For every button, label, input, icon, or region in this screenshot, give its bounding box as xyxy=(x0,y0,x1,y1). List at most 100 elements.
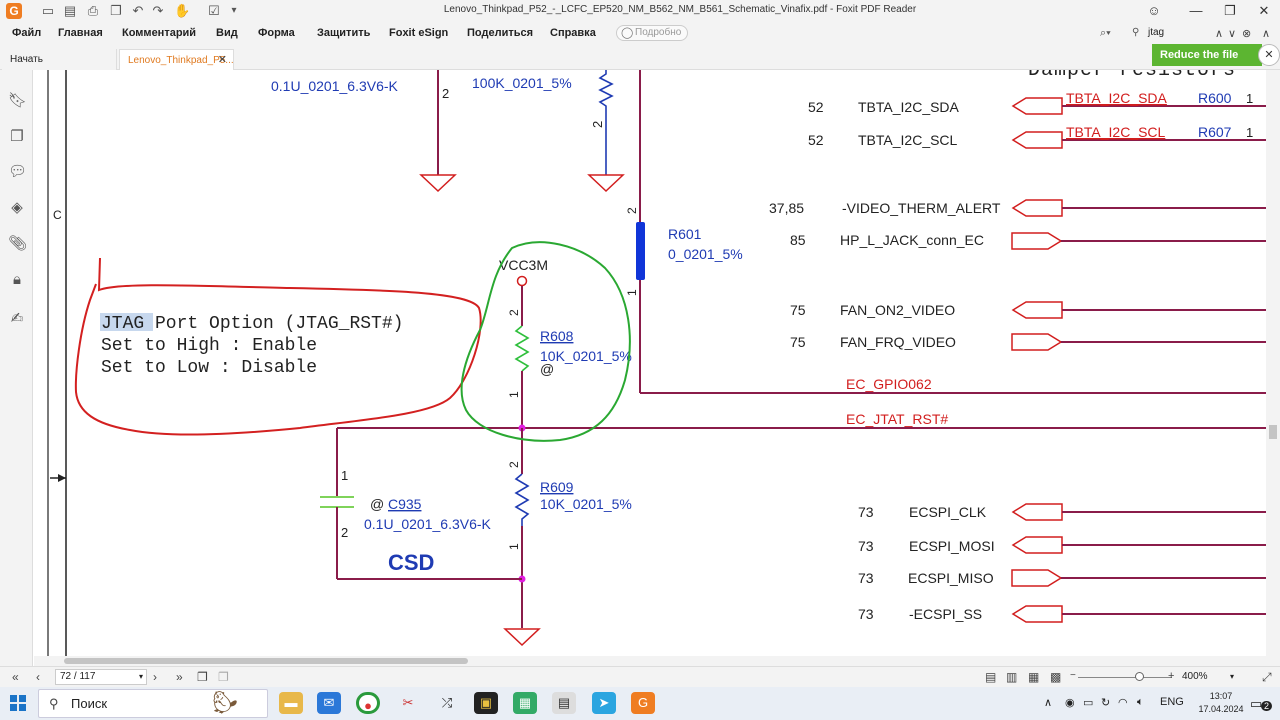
layers-icon[interactable]: ◈ xyxy=(11,199,23,216)
paste-page-icon[interactable]: ❐ xyxy=(218,670,229,684)
single-page-icon[interactable]: ▤ xyxy=(985,670,997,684)
zoom-dropdown-icon[interactable]: ▾ xyxy=(1229,672,1234,681)
copy-page-icon[interactable]: ❐ xyxy=(197,670,208,684)
close-banner-icon[interactable]: ✕ xyxy=(1258,44,1280,66)
net-4-port xyxy=(1011,232,1063,250)
windows-start-icon[interactable] xyxy=(10,695,26,711)
page-number-field[interactable]: 72 / 117 ▾ xyxy=(55,669,147,685)
search-prev-icon[interactable]: ∧ xyxy=(1215,28,1224,40)
maximize-icon[interactable]: ❐ xyxy=(1224,3,1236,18)
tray-network-app-icon[interactable]: ◉ xyxy=(1065,697,1075,709)
horizontal-scroll-thumb[interactable] xyxy=(64,658,468,664)
continuous-facing-icon[interactable]: ▩ xyxy=(1050,670,1062,684)
fullscreen-icon[interactable]: ⤢ xyxy=(1262,670,1272,684)
zoom-in-icon[interactable]: + xyxy=(1168,670,1175,682)
search-next-icon[interactable]: ∨ xyxy=(1228,28,1237,40)
search-clear-icon[interactable]: ⊗ xyxy=(1242,28,1252,40)
foxit-taskbar-icon[interactable]: G xyxy=(631,692,655,714)
archive-app-icon[interactable]: ▦ xyxy=(513,692,537,714)
menu-protect[interactable]: Защитить xyxy=(317,27,371,39)
menu-file[interactable]: Файл xyxy=(12,27,42,39)
zoom-out-icon[interactable]: − xyxy=(1070,670,1076,681)
file-explorer-icon[interactable]: ▬ xyxy=(279,692,303,714)
tell-me-field[interactable]: ◯ Подробно xyxy=(616,25,688,41)
menu-form[interactable]: Форма xyxy=(258,27,295,39)
wifi-icon[interactable]: ◠ xyxy=(1118,697,1128,709)
language-indicator[interactable]: ENG xyxy=(1160,696,1184,708)
close-window-icon[interactable]: ✕ xyxy=(1258,3,1270,18)
menu-comment[interactable]: Комментарий xyxy=(122,27,197,39)
zoom-level-field[interactable]: 400% ▾ xyxy=(1182,669,1242,685)
bookmark-icon[interactable]: 🔖︎ xyxy=(8,92,28,109)
find-options-icon[interactable]: ⌕▾ xyxy=(1100,27,1111,39)
undo-icon[interactable]: ↶ xyxy=(132,3,144,18)
taskbar-search-field[interactable]: ⚲ Поиск 🦫︎ xyxy=(38,689,268,718)
search-highlight-image-icon: 🦫︎ xyxy=(211,690,239,715)
ground-symbol-3 xyxy=(503,628,541,647)
chip-app-icon[interactable]: ▣ xyxy=(474,692,498,714)
volume-icon[interactable]: 🔈︎ xyxy=(1137,696,1144,708)
net-2-ref: R607 xyxy=(1198,124,1232,140)
menu-home[interactable]: Главная xyxy=(58,27,103,39)
mail-icon[interactable]: ✉ xyxy=(317,692,341,714)
horizontal-scrollbar[interactable] xyxy=(34,656,1266,666)
net-row-2: 52 TBTA_I2C_SCL TBTA_I2C_SCL R607 1 xyxy=(808,124,1266,149)
reduce-file-size-button[interactable]: Reduce the file size xyxy=(1152,44,1262,83)
net-5-page: 75 xyxy=(790,302,806,318)
vertical-scrollbar[interactable] xyxy=(1266,70,1280,666)
shuffle-app-icon[interactable]: ⤮ xyxy=(435,692,459,714)
close-tab-icon[interactable]: ✕ xyxy=(217,54,227,66)
open-folder-icon[interactable]: ▭ xyxy=(41,3,55,18)
tab-document[interactable]: Lenovo_Thinkpad_P5... ✕ xyxy=(119,49,234,70)
tray-expand-icon[interactable]: ∧ xyxy=(1044,697,1053,709)
hand-tool-icon[interactable]: ✋ xyxy=(174,3,191,18)
select-tool-icon[interactable]: ☑ xyxy=(208,3,220,18)
attachments-icon[interactable]: 📎︎ xyxy=(8,235,28,252)
copy-icon[interactable]: ❐ xyxy=(110,3,122,18)
net-6-name: FAN_FRQ_VIDEO xyxy=(840,334,956,350)
net-7-name: ECSPI_CLK xyxy=(909,504,987,520)
last-page-icon[interactable]: » xyxy=(176,670,183,684)
r608-body xyxy=(514,325,530,372)
taskbar-search-icon: ⚲ xyxy=(49,696,59,711)
menu-help[interactable]: Справка xyxy=(550,27,596,39)
net-row-6: 75 FAN_FRQ_VIDEO xyxy=(790,333,1266,351)
chrome-icon[interactable]: ● xyxy=(356,692,380,714)
prev-page-icon[interactable]: ‹ xyxy=(36,670,40,684)
account-icon[interactable]: ☺ xyxy=(1147,3,1161,18)
comments-icon[interactable]: 💬︎ xyxy=(8,163,28,180)
notepad-icon[interactable]: ▤ xyxy=(552,692,576,714)
vertical-scroll-thumb[interactable] xyxy=(1269,425,1277,439)
print-icon[interactable]: ⎙ xyxy=(87,3,99,18)
quick-access-dropdown-icon[interactable]: ▾ xyxy=(231,5,237,16)
taskbar-clock[interactable]: 13:07 17.04.2024 xyxy=(1196,690,1246,716)
menu-foxit-esign[interactable]: Foxit eSign xyxy=(389,27,449,39)
page-thumbnails-icon[interactable]: ❐ xyxy=(10,128,24,145)
search-field[interactable]: ⚲ jtag xyxy=(1130,25,1250,41)
zoom-slider-knob[interactable] xyxy=(1135,672,1144,681)
search-highlight xyxy=(100,313,153,331)
tab-start[interactable]: Начать xyxy=(2,49,117,70)
minimize-icon[interactable]: — xyxy=(1189,3,1203,18)
tray-sync-icon[interactable]: ↻ xyxy=(1101,697,1111,709)
menu-view[interactable]: Вид xyxy=(216,27,238,39)
telegram-icon[interactable]: ➤ xyxy=(592,692,616,714)
collapse-ribbon-icon[interactable]: ∧ xyxy=(1262,28,1271,40)
continuous-page-icon[interactable]: ▥ xyxy=(1006,670,1018,684)
jtag-note-line-1: JTAG Port Option (JTAG_RST#) xyxy=(101,314,403,334)
first-page-icon[interactable]: « xyxy=(12,670,19,684)
facing-page-icon[interactable]: ▦ xyxy=(1028,670,1040,684)
tray-device-icon[interactable]: ▭ xyxy=(1083,697,1094,709)
next-page-icon[interactable]: › xyxy=(153,670,157,684)
net-3-name: -VIDEO_THERM_ALERT xyxy=(842,200,1001,216)
redo-icon[interactable]: ↷ xyxy=(152,3,164,18)
notifications-icon[interactable]: ▭ xyxy=(1250,696,1263,711)
document-view[interactable]: C 0.1U_0201_6.3V6-K 2 100K_0201_5% 2 Dam… xyxy=(34,70,1266,656)
page-dropdown-icon[interactable]: ▾ xyxy=(138,672,143,681)
signatures-icon[interactable]: ✍︎ xyxy=(10,310,24,327)
snipping-tool-icon[interactable]: ✂ xyxy=(396,692,420,714)
save-icon[interactable]: ▤ xyxy=(63,3,77,18)
security-icon[interactable]: 🔒︎ xyxy=(13,271,21,288)
zoom-slider-track[interactable] xyxy=(1078,677,1172,678)
menu-share[interactable]: Поделиться xyxy=(467,27,534,39)
